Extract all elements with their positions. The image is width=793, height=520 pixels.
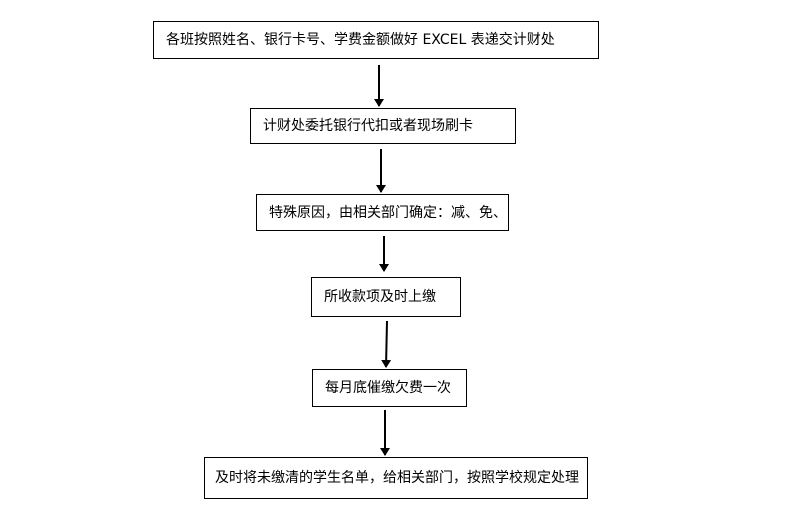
flow-step-3-text: 特殊原因，由相关部门确定：减、免、: [269, 204, 507, 221]
flow-step-4-text: 所收款项及时上缴: [324, 289, 436, 305]
flow-step-6-text: 及时将未缴清的学生名单，给相关部门，按照学校规定处理: [215, 470, 579, 486]
flow-step-2-text: 计财处委托银行代扣或者现场刷卡: [263, 118, 473, 134]
flow-step-4: 所收款项及时上缴: [311, 277, 461, 317]
flow-step-3: 特殊原因，由相关部门确定：减、免、: [256, 194, 509, 231]
flow-step-5: 每月底催缴欠费一次: [312, 369, 467, 407]
flow-step-2: 计财处委托银行代扣或者现场刷卡: [250, 108, 516, 144]
flow-step-5-text: 每月底催缴欠费一次: [325, 380, 451, 396]
flow-step-1: 各班按照姓名、银行卡号、学费金额做好 EXCEL 表递交计财处: [153, 21, 599, 59]
arrow-4-to-5: [381, 320, 392, 368]
flow-step-1-text: 各班按照姓名、银行卡号、学费金额做好 EXCEL 表递交计财处: [166, 32, 555, 48]
flow-step-6: 及时将未缴清的学生名单，给相关部门，按照学校规定处理: [204, 457, 588, 499]
